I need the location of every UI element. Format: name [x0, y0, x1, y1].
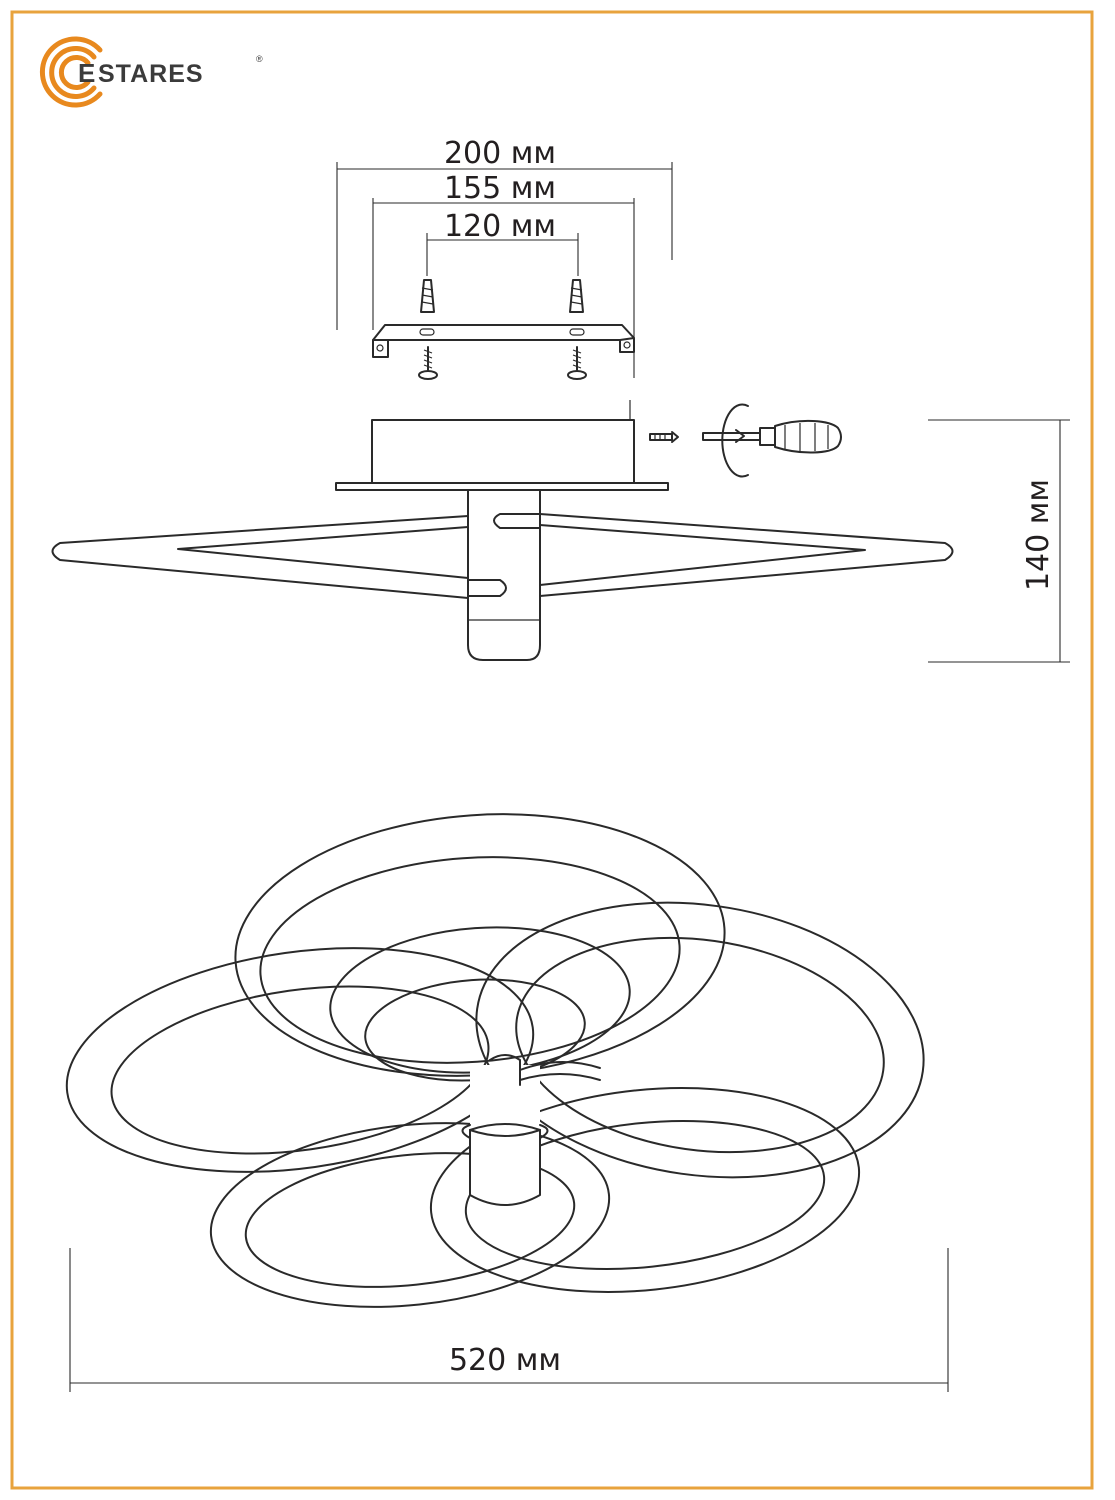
- logo-brand-name: STARES: [98, 60, 204, 88]
- screwdriver-icon: [702, 403, 842, 478]
- registered-mark: ®: [256, 54, 263, 64]
- mounting-bracket: [372, 324, 635, 358]
- logo-arcs-icon: [39, 36, 103, 108]
- luminaire-side-view: [51, 489, 954, 661]
- dim-155: 155 мм: [444, 171, 556, 206]
- canopy-side-view: [335, 400, 669, 491]
- dim-140: 140 мм: [1021, 479, 1056, 591]
- loop-bottom-right: [429, 1087, 861, 1293]
- sheet-border: [10, 10, 1094, 1490]
- loop-right: [475, 901, 925, 1179]
- set-screw-icon: [649, 431, 679, 443]
- dim-120: 120 мм: [444, 209, 556, 244]
- luminaire-top-view: [65, 813, 925, 1308]
- screw-icon: [418, 346, 587, 380]
- logo-initial: E: [78, 58, 96, 88]
- dim-520: 520 мм: [449, 1343, 561, 1378]
- dim-200: 200 мм: [444, 136, 556, 171]
- width-dimension-lines: [69, 1248, 949, 1392]
- height-dimension-lines: [928, 419, 1070, 663]
- mount-dimension-lines: [336, 162, 673, 378]
- estares-logo: E STARES ®: [39, 36, 263, 108]
- center-hub: [461, 1054, 601, 1206]
- loop-left: [65, 947, 535, 1173]
- loop-bottom-left: [209, 1122, 611, 1308]
- wall-anchor-icon: [420, 279, 584, 313]
